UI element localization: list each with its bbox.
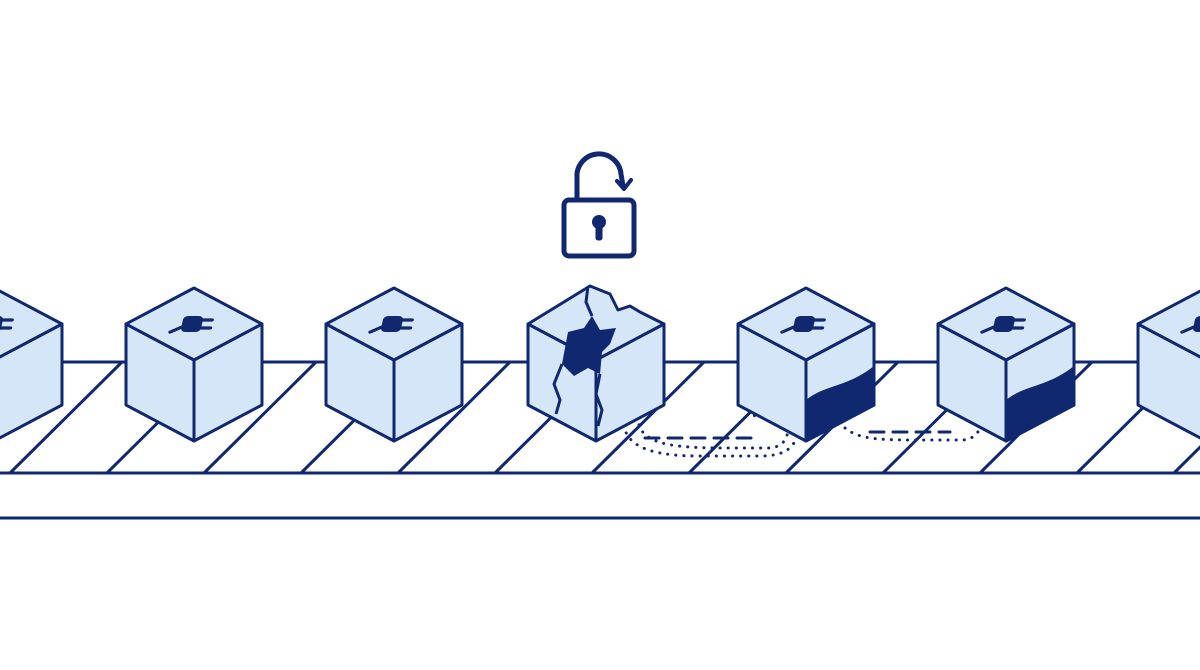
plug-icon xyxy=(368,315,414,334)
plug-icon xyxy=(1180,315,1200,334)
plug-icon xyxy=(0,315,14,333)
plug-icon xyxy=(980,315,1026,334)
block-6 xyxy=(936,286,1076,443)
block-1 xyxy=(0,289,64,440)
block-5 xyxy=(736,286,876,443)
block-4 xyxy=(526,284,666,443)
plug-icon xyxy=(780,315,826,334)
block-7 xyxy=(1136,289,1200,440)
plug-icon xyxy=(168,315,214,334)
block-2 xyxy=(124,286,264,443)
block-row xyxy=(0,284,1200,443)
unlocked-padlock-icon xyxy=(561,151,637,259)
block-3 xyxy=(324,286,464,443)
